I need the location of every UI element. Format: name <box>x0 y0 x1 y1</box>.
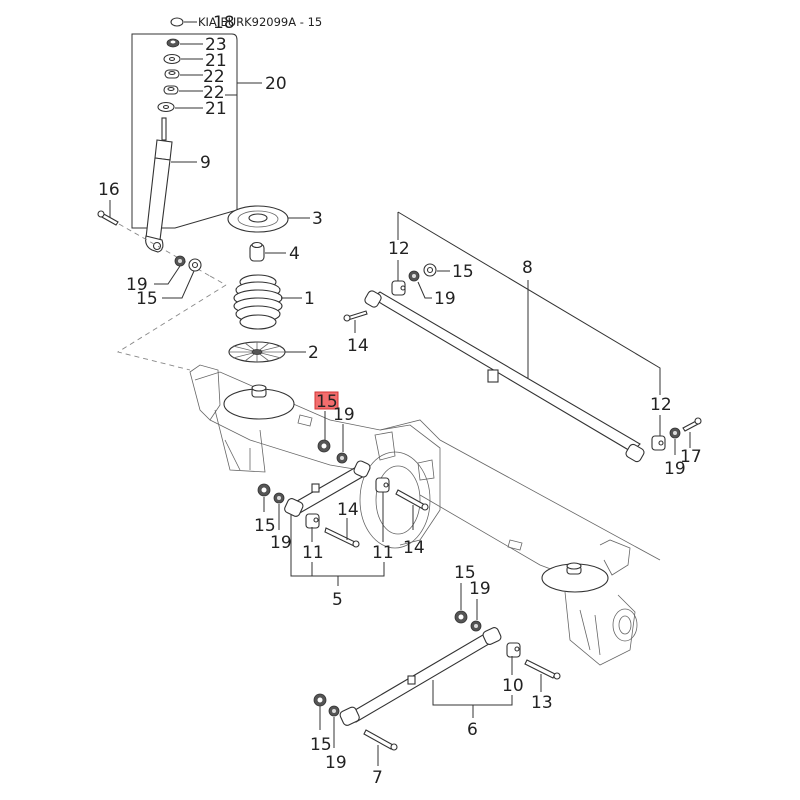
part-label-17[interactable]: 17 <box>680 447 702 467</box>
part-label-21[interactable]: 21 <box>205 51 227 71</box>
part-label-9[interactable]: 9 <box>200 153 211 173</box>
diagram-title: KIA EURK92099A - 15 <box>198 15 322 29</box>
part-label-4[interactable]: 4 <box>289 244 300 264</box>
coil-spring-icon <box>233 274 283 330</box>
part-label-19-b[interactable]: 19 <box>333 405 355 425</box>
lateral-rod-group: 8 12 19 15 14 12 19 17 <box>343 211 702 479</box>
nut-18-icon <box>170 17 184 27</box>
part-label-1[interactable]: 1 <box>304 289 315 309</box>
part-label-15-d[interactable]: 15 <box>254 516 276 536</box>
bolt-14-b-icon <box>324 527 356 547</box>
lower-arm-icon <box>349 631 495 723</box>
part-label-8[interactable]: 8 <box>522 258 533 278</box>
part-label-11-b[interactable]: 11 <box>302 543 324 563</box>
part-label-15-e[interactable]: 15 <box>454 563 476 583</box>
bolt-14-c-icon <box>395 489 426 510</box>
part-label-22-b[interactable]: 22 <box>203 83 225 103</box>
bolt-13-icon <box>524 659 556 679</box>
spring-seat-lower-icon <box>228 341 286 363</box>
part-label-10[interactable]: 10 <box>502 676 524 696</box>
part-label-14[interactable]: 14 <box>347 336 369 356</box>
part-label-19[interactable]: 19 <box>126 275 148 295</box>
part-label-19-e[interactable]: 19 <box>270 533 292 553</box>
part-label-15[interactable]: 15 <box>136 289 158 309</box>
shock-absorber-icon <box>145 117 173 253</box>
part-label-14-c[interactable]: 14 <box>403 538 425 558</box>
part-label-21-b[interactable]: 21 <box>205 99 227 119</box>
part-label-12-b[interactable]: 12 <box>650 395 672 415</box>
part-label-13[interactable]: 13 <box>531 693 553 713</box>
highlighted-nut-group: 15 19 <box>314 391 355 464</box>
title-area: 18 KIA EURK92099A - 15 <box>170 13 322 33</box>
part-label-7[interactable]: 7 <box>372 768 383 788</box>
lateral-rod-icon <box>371 291 641 453</box>
part-label-22[interactable]: 22 <box>203 67 225 87</box>
part-label-6[interactable]: 6 <box>467 720 478 740</box>
part-label-2[interactable]: 2 <box>308 343 319 363</box>
part-label-23[interactable]: 23 <box>205 35 227 55</box>
spring-group: 3 4 1 2 <box>227 205 323 363</box>
part-label-15-highlighted[interactable]: 15 <box>316 392 338 412</box>
highlight-badge <box>314 391 339 410</box>
part-label-19-f[interactable]: 19 <box>469 579 491 599</box>
lower-arm-group: 15 19 10 6 13 15 19 7 <box>310 563 561 788</box>
part-label-3[interactable]: 3 <box>312 209 323 229</box>
part-label-5[interactable]: 5 <box>332 590 343 610</box>
upper-arm-group: 15 19 14 14 11 11 5 <box>254 460 429 610</box>
part-label-15-c[interactable]: 15 <box>452 262 474 282</box>
part-label-16[interactable]: 16 <box>98 180 120 200</box>
part-label-19-c[interactable]: 19 <box>434 289 456 309</box>
axle-housing-icon <box>189 364 661 666</box>
part-label-12[interactable]: 12 <box>388 239 410 259</box>
part-label-19-d[interactable]: 19 <box>664 459 686 479</box>
part-label-18[interactable]: 18 <box>213 13 235 33</box>
shock-absorber-group: 20 23 21 22 22 21 9 <box>97 33 287 371</box>
part-label-19-g[interactable]: 19 <box>325 753 347 773</box>
part-label-11[interactable]: 11 <box>372 543 394 563</box>
part-label-14-b[interactable]: 14 <box>337 500 359 520</box>
part-label-15-f[interactable]: 15 <box>310 735 332 755</box>
bolt-16-icon <box>97 210 119 226</box>
part-label-20[interactable]: 20 <box>265 74 287 94</box>
bolt-7-icon <box>363 729 394 750</box>
